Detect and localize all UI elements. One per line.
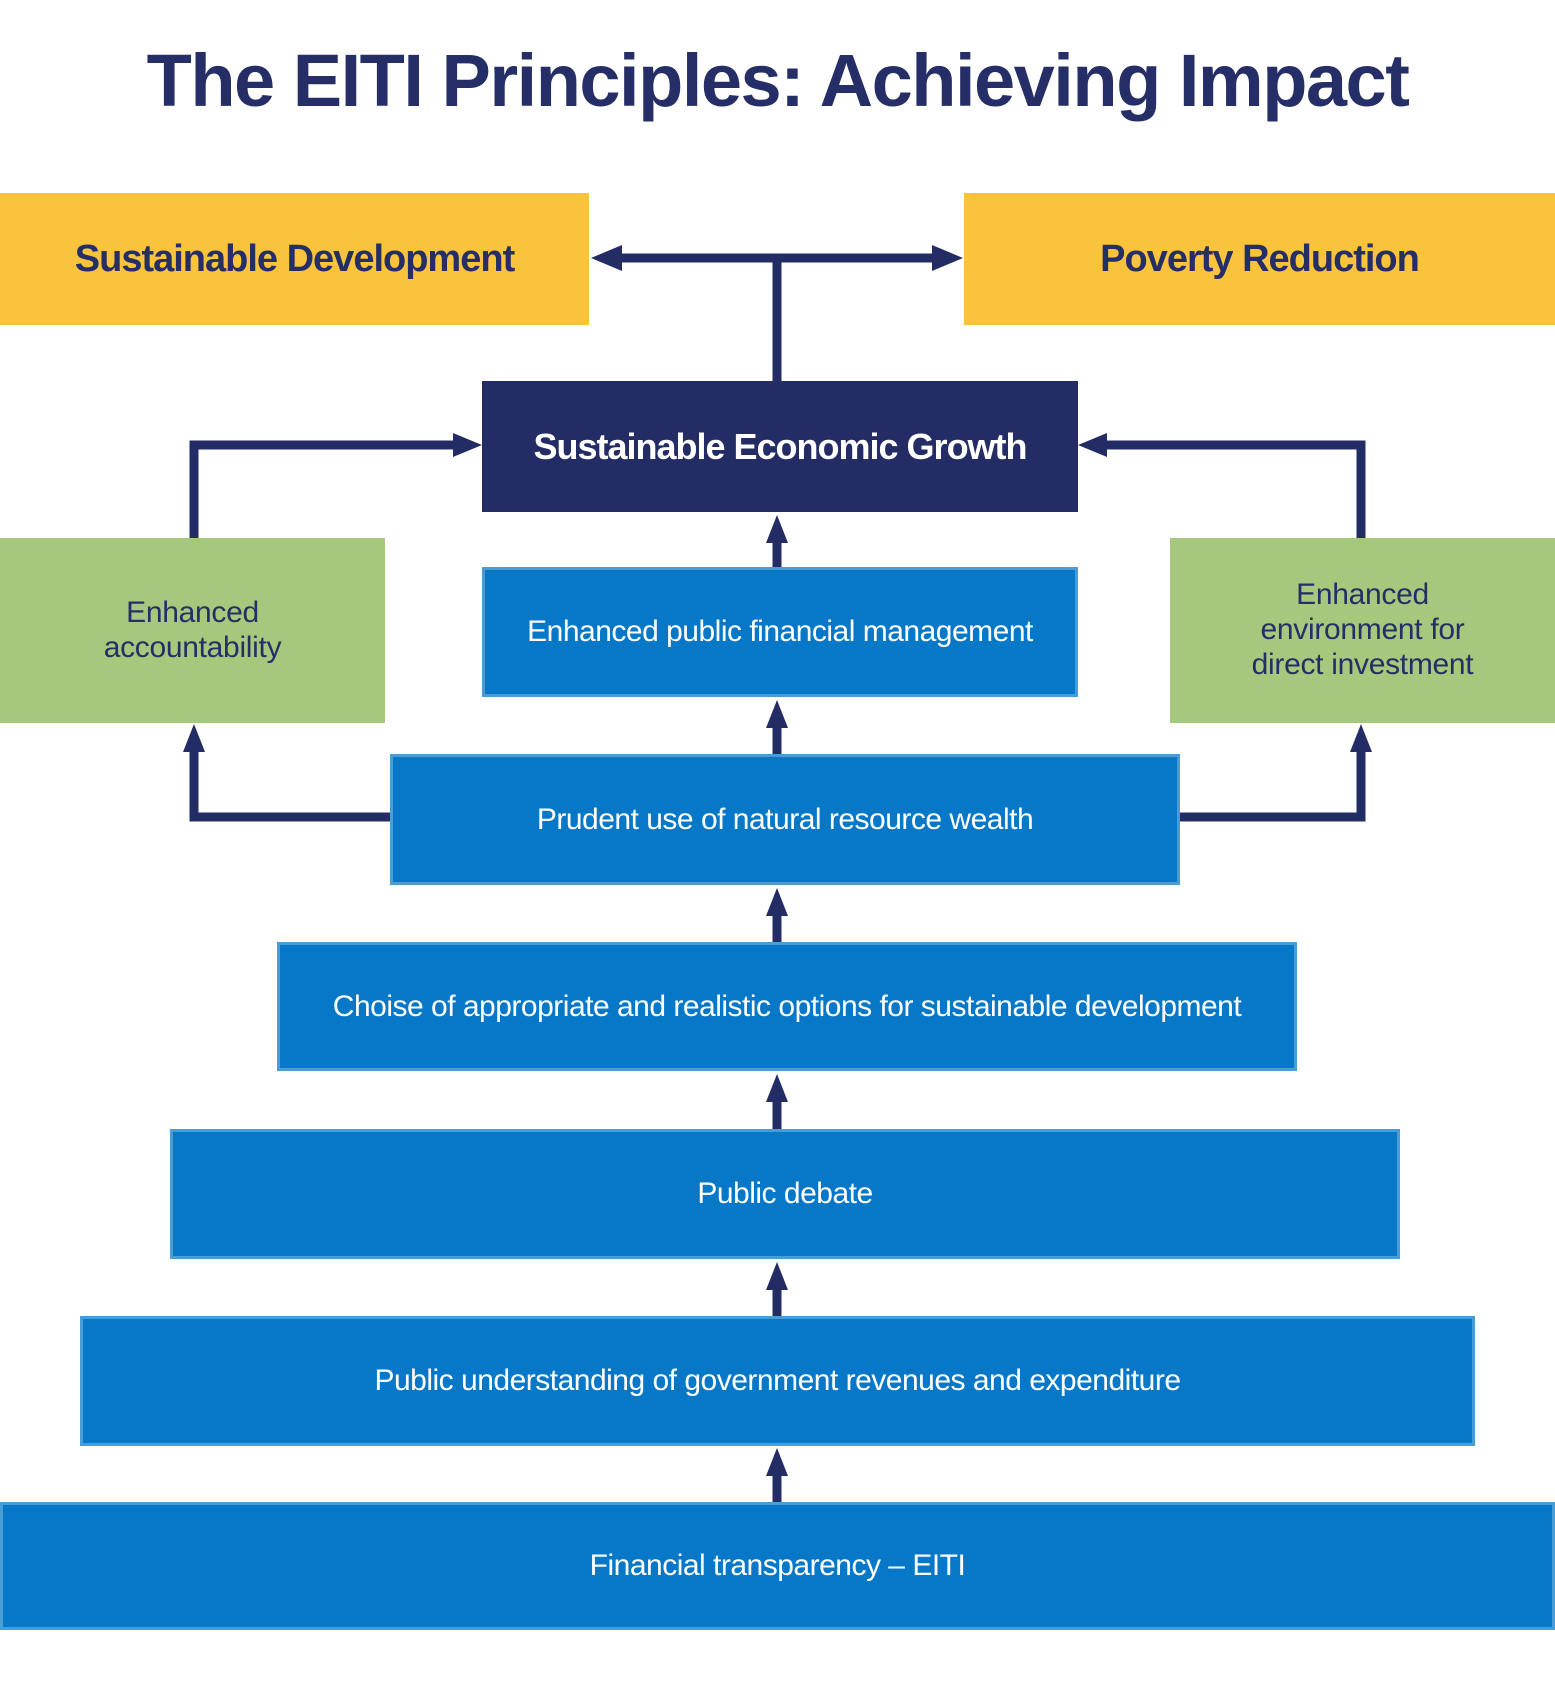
- arrow-debate-to-choice: [766, 1074, 788, 1131]
- arrow-accountability-to-growth: [189, 433, 482, 540]
- box-enhanced-environment-label: Enhanced environment for direct investme…: [1252, 578, 1474, 682]
- box-sustainable-development: Sustainable Development: [0, 193, 589, 325]
- box-financial-transparency-eiti: Financial transparency – EITI: [0, 1502, 1555, 1630]
- arrow-choice-to-prudent: [766, 888, 788, 944]
- box-sustainable-economic-growth-label: Sustainable Economic Growth: [533, 425, 1027, 467]
- page-title: The EITI Principles: Achieving Impact: [146, 39, 1410, 122]
- box-transparency-label: Financial transparency – EITI: [589, 1549, 966, 1582]
- label-line: Enhanced: [126, 595, 259, 629]
- label-line: accountability: [103, 630, 282, 664]
- arrow-prudent-to-environment: [1178, 724, 1372, 822]
- box-sustainable-development-label: Sustainable Development: [74, 237, 515, 280]
- box-public-debate-label: Public debate: [697, 1177, 873, 1210]
- box-sustainable-economic-growth: Sustainable Economic Growth: [482, 381, 1078, 512]
- box-enhanced-public-financial-management: Enhanced public financial management: [482, 567, 1078, 697]
- box-pfm-label: Enhanced public financial management: [527, 615, 1033, 648]
- box-understanding-label: Public understanding of government reven…: [374, 1364, 1181, 1397]
- box-enhanced-accountability: Enhanced accountability: [0, 538, 385, 723]
- box-enhanced-environment-direct-investment: Enhanced environment for direct investme…: [1170, 538, 1555, 723]
- box-public-understanding-revenues-expenditure: Public understanding of government reven…: [80, 1316, 1475, 1446]
- box-choice-options-sustainable-development: Choise of appropriate and realistic opti…: [277, 942, 1297, 1071]
- arrow-transparency-to-understanding: [766, 1448, 788, 1504]
- box-enhanced-accountability-label: Enhanced accountability: [104, 596, 282, 666]
- box-choice-label: Choise of appropriate and realistic opti…: [332, 989, 1242, 1023]
- box-prudent-use-natural-resource-wealth: Prudent use of natural resource wealth: [390, 754, 1180, 885]
- arrow-environment-to-growth: [1078, 433, 1366, 540]
- arrow-understanding-to-debate: [766, 1262, 788, 1318]
- box-poverty-reduction: Poverty Reduction: [964, 193, 1555, 325]
- arrow-prudent-to-pfm: [766, 700, 788, 756]
- box-poverty-reduction-label: Poverty Reduction: [1100, 237, 1420, 280]
- label-line: environment for: [1260, 613, 1465, 647]
- box-prudent-label: Prudent use of natural resource wealth: [536, 802, 1034, 836]
- label-line: Enhanced: [1296, 578, 1429, 612]
- label-line: direct investment: [1251, 647, 1474, 681]
- box-public-debate: Public debate: [170, 1129, 1400, 1259]
- arrow-pfm-to-growth: [766, 515, 788, 569]
- arrow-prudent-to-accountability: [183, 724, 392, 822]
- arrow-sustainable-development-poverty-reduction: [591, 245, 963, 271]
